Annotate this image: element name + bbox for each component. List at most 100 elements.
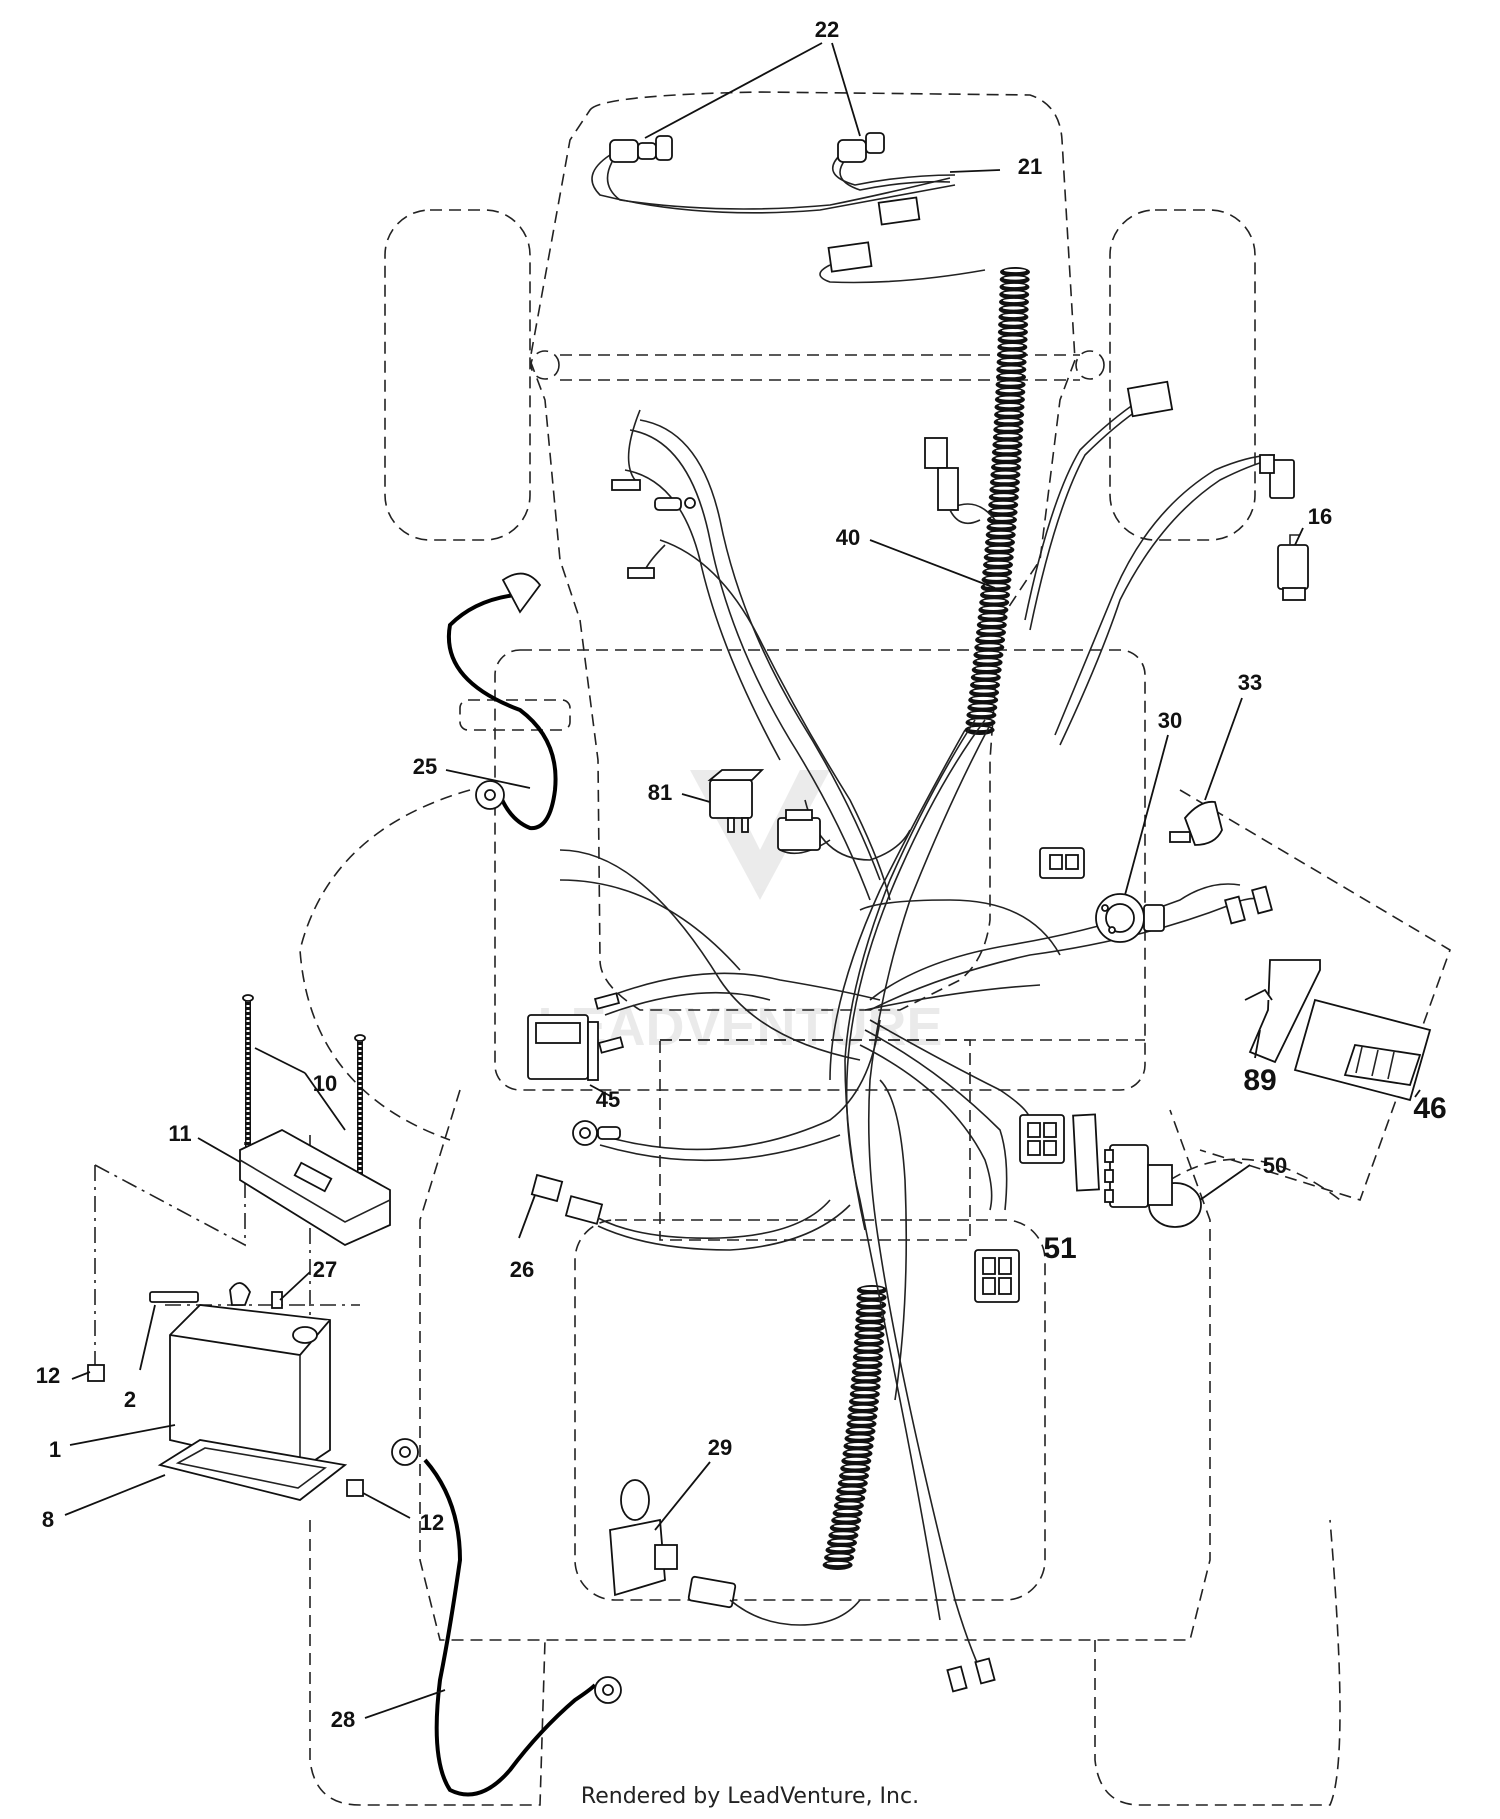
coil-highlight [978,644,1001,648]
coil-highlight [972,696,995,701]
battery-tray-8 [157,1439,348,1501]
coil-highlight [1002,306,1025,310]
coil-highlight [988,546,1011,550]
callout-12-lower: 12 [420,1510,444,1535]
connector-mid-left [924,437,981,525]
hold-down-bracket-11 [239,1128,391,1247]
coil-highlight [999,389,1022,393]
coil-highlight [845,1457,868,1461]
coil-highlight [995,456,1018,460]
coil-highlight [852,1405,875,1409]
coil-highlight [856,1361,879,1365]
coil-highlight [1004,268,1026,273]
callout-26: 26 [510,1257,534,1282]
tractor-outline [94,91,1451,1806]
coil-highlight [1002,313,1025,318]
headlight-connector [877,196,921,226]
ignition-switch-30 [1095,893,1165,943]
coil-highlight [986,569,1009,573]
coil-highlight [853,1398,875,1402]
coil-highlight [1003,298,1025,303]
callout-50: 50 [1263,1153,1287,1178]
bottom-terminals [946,1657,996,1693]
coil-highlight [835,1517,858,1521]
battery-gauge-46 [1293,998,1432,1102]
coil-highlight [985,576,1008,580]
connector-right-upper [1259,454,1295,499]
coil-highlight [828,1554,851,1558]
callout-89: 89 [1243,1064,1276,1097]
terminals-mid-left [593,992,625,1054]
coil-highlight [861,1286,883,1291]
coil-highlight [858,1338,880,1343]
coil-highlight [981,614,1004,618]
coil-highlight [847,1443,870,1447]
cable-25 [446,572,558,831]
hour-meter-45 [527,1014,599,1081]
coil-highlight [1001,336,1024,340]
callout-81: 81 [648,780,672,805]
coil-highlight [860,1301,883,1305]
coil-highlight [997,426,1020,430]
callout-29: 29 [708,1435,732,1460]
callout-40: 40 [836,525,860,550]
coil-highlight [989,539,1011,543]
coil-highlight [831,1539,853,1543]
coil-highlight [857,1346,880,1350]
coil-highlight [850,1420,873,1424]
coil-highlight [855,1376,878,1380]
coil-highlight [987,554,1010,558]
headlight-harness [591,132,986,284]
coil-highlight [858,1331,881,1335]
coil-highlight [1001,329,1024,333]
connector-4pin-lower [974,1249,1020,1303]
relay-81 [707,769,765,833]
coil-highlight [843,1472,865,1476]
callout-22: 22 [815,17,839,42]
coil-highlight [1003,283,1026,288]
clip-nut-12b [346,1479,364,1497]
footer-credit: Rendered by LeadVenture, Inc. [580,1784,920,1809]
coil-highlight [993,479,1016,483]
ring-terminal [572,1120,621,1146]
coil-highlight [977,651,1000,656]
leader-lines [64,42,1421,1719]
coil-highlight [1001,344,1024,348]
coil-highlight [974,674,997,678]
coil-highlight [1000,359,1023,363]
coil-highlight [846,1450,869,1454]
callout-51: 51 [1043,1232,1076,1265]
battery-1 [169,1304,331,1471]
pto-switch-50 [1104,1144,1202,1228]
coil-highlight [974,681,996,686]
clip-nut-12a [87,1364,105,1382]
coil-highlight [848,1435,871,1439]
coil-highlight [980,629,1002,633]
coil-highlight [987,561,1009,565]
coil-highlight [998,404,1021,408]
ignition-key-33 [1169,800,1223,846]
coil-highlight [991,509,1014,513]
coil-highlight [837,1502,860,1506]
coil-highlight [989,531,1012,535]
coil-highlight [998,396,1021,400]
coil-highlight [996,441,1019,445]
nut-27 [271,1291,283,1309]
coil-highlight [1003,276,1026,280]
coil-highlight [982,606,1005,611]
coil-highlight [832,1532,855,1536]
coil-highlight [859,1316,882,1320]
coil-highlight [826,1561,849,1566]
battery-bolt-2 [149,1282,251,1306]
headlight-bulb-left [609,135,673,163]
callout-11: 11 [168,1121,191,1146]
main-harness-wires [559,399,1276,1681]
coil-highlight [990,524,1013,528]
coil-highlight [851,1413,874,1417]
relay-socket [777,809,821,851]
callout-1: 1 [49,1437,61,1462]
coil-highlight [973,689,996,693]
coil-highlight [859,1309,882,1313]
coil-highlight [829,1547,852,1551]
coil-highlight [996,434,1019,438]
